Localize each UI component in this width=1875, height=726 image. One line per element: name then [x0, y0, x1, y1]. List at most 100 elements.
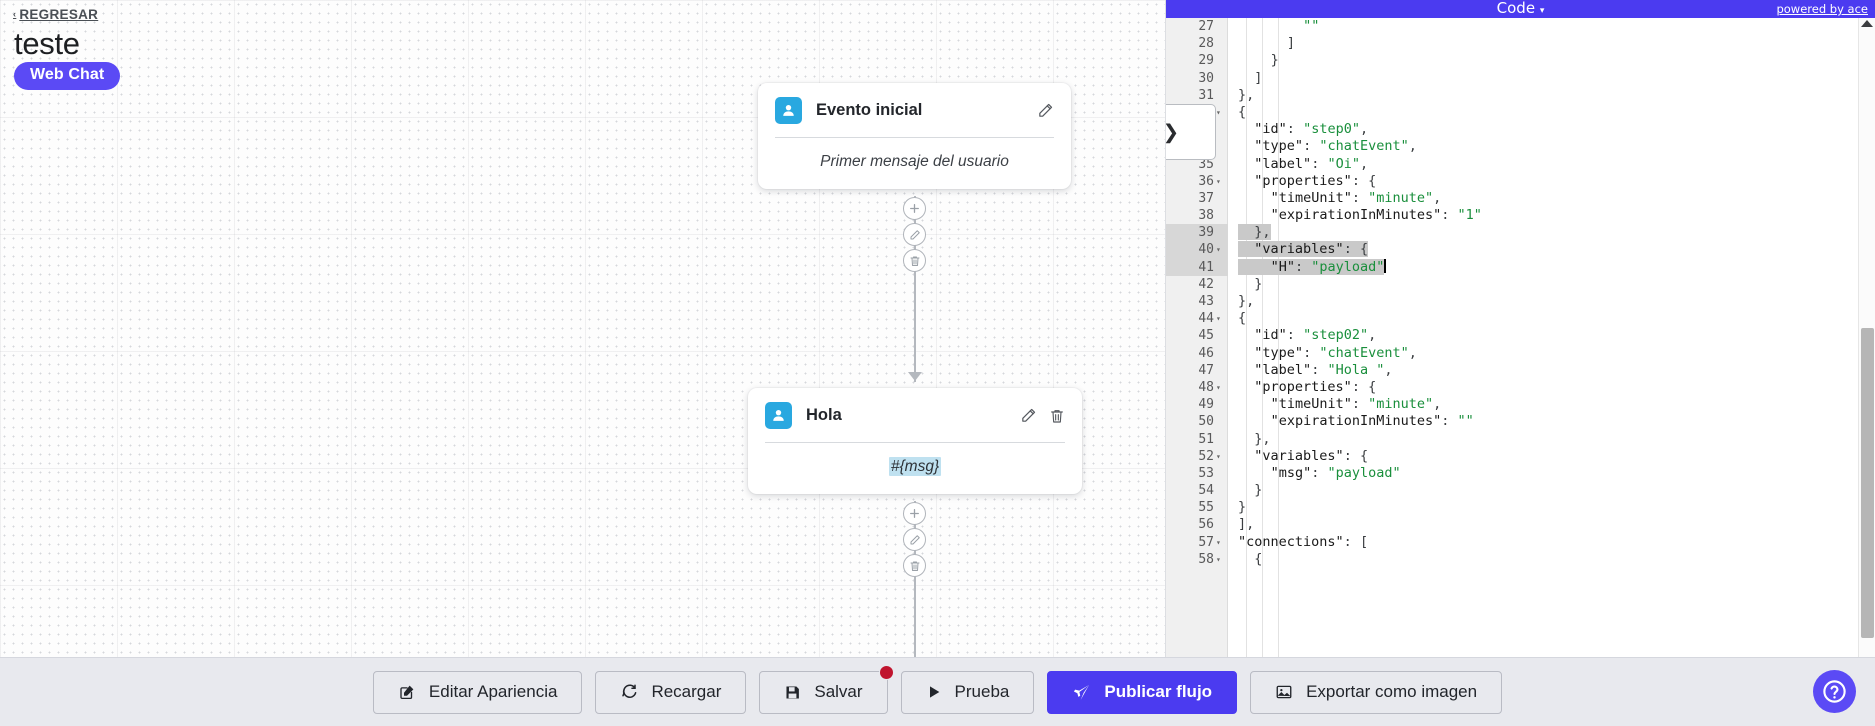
code-line-text: }	[1254, 482, 1263, 499]
code-line[interactable]: 49 "timeUnit": "minute",	[1166, 396, 1875, 413]
code-line[interactable]: 52▾ "variables": {	[1166, 448, 1875, 465]
code-line[interactable]: 40▾ "variables": {	[1166, 241, 1875, 259]
edit-step-icon[interactable]	[903, 528, 926, 551]
indent-guide	[1246, 18, 1247, 657]
edit-node-icon[interactable]	[1020, 407, 1037, 424]
flow-canvas[interactable]: ‹ REGRESAR teste Web Chat Evento inicial	[0, 0, 1165, 657]
back-link[interactable]: ‹ REGRESAR	[13, 7, 98, 22]
chevron-left-icon: ‹	[13, 9, 17, 19]
delete-step-icon[interactable]	[903, 554, 926, 577]
code-line[interactable]: 50 "expirationInMinutes": ""	[1166, 413, 1875, 430]
code-line[interactable]: 28 ]	[1166, 35, 1875, 52]
code-line[interactable]: 45 "id": "step02",	[1166, 327, 1875, 344]
fold-toggle-icon[interactable]: ▾	[1216, 314, 1221, 324]
text-cursor	[1384, 258, 1386, 273]
code-line[interactable]: 46 "type": "chatEvent",	[1166, 345, 1875, 362]
code-line[interactable]: 31},	[1166, 87, 1875, 104]
code-line[interactable]: 36▾ "properties": {	[1166, 173, 1875, 190]
code-line-text: "msg": "payload"	[1270, 464, 1401, 481]
scrollbar-thumb[interactable]	[1861, 328, 1874, 638]
toolbar-button-salvar[interactable]: Salvar	[759, 664, 894, 714]
code-line[interactable]: 43},	[1166, 293, 1875, 310]
code-scrollbar[interactable]	[1858, 18, 1875, 657]
add-step-icon[interactable]	[903, 502, 926, 525]
code-panel-title[interactable]: Code ▾	[1497, 0, 1545, 17]
code-line[interactable]: 51 },	[1166, 431, 1875, 448]
toolbar-button-label: Salvar	[814, 682, 863, 701]
code-line[interactable]: 35 "label": "Oi",	[1166, 156, 1875, 173]
code-line[interactable]: 29 }	[1166, 52, 1875, 69]
code-line[interactable]: 38 "expirationInMinutes": "1"	[1166, 207, 1875, 224]
code-line[interactable]: 47 "label": "Hola ",	[1166, 362, 1875, 379]
collapse-panel-button[interactable]: ❯	[1166, 104, 1216, 160]
fold-toggle-icon[interactable]: ▾	[1216, 382, 1221, 392]
edit-step-icon[interactable]	[903, 223, 926, 246]
back-link-label: REGRESAR	[19, 7, 99, 22]
line-number: 42	[1198, 276, 1214, 292]
connector-tools-2[interactable]	[903, 502, 926, 577]
toolbar-button-publicar-flujo[interactable]: Publicar flujo	[1047, 670, 1238, 714]
toolbar-button-editar-apariencia[interactable]: Editar Apariencia	[372, 670, 583, 714]
fold-toggle-icon[interactable]: ▾	[1216, 554, 1221, 564]
flow-node-hola[interactable]: Hola #{msg}	[748, 388, 1082, 494]
node-divider	[775, 137, 1054, 138]
code-editor[interactable]: 27 ""28 ]29 }30 ]31},32▾{33 "id": "step0…	[1166, 18, 1875, 657]
indent-guide	[1262, 18, 1263, 657]
connector-tools-1[interactable]	[903, 197, 926, 272]
line-number: 38	[1198, 208, 1214, 224]
line-number: 31	[1198, 87, 1214, 103]
fold-toggle-icon[interactable]: ▾	[1216, 107, 1221, 117]
help-button[interactable]	[1813, 670, 1856, 713]
code-line[interactable]: 54 }	[1166, 482, 1875, 499]
node-header: Evento inicial	[758, 83, 1071, 137]
code-line[interactable]: 34 "type": "chatEvent",	[1166, 138, 1875, 155]
delete-node-icon[interactable]	[1049, 408, 1065, 424]
line-number: 51	[1198, 431, 1214, 447]
add-step-icon[interactable]	[903, 197, 926, 220]
flow-node-evento-inicial[interactable]: Evento inicial Primer mensaje del usuari…	[758, 83, 1071, 189]
edit-square-icon	[398, 683, 416, 701]
code-line-text: "expirationInMinutes": "1"	[1270, 207, 1482, 224]
code-line[interactable]: 30 ]	[1166, 70, 1875, 87]
code-lines[interactable]: 27 ""28 ]29 }30 ]31},32▾{33 "id": "step0…	[1166, 18, 1875, 568]
code-line[interactable]: 27 ""	[1166, 18, 1875, 35]
node-title: Evento inicial	[816, 101, 923, 119]
code-line[interactable]: 44▾{	[1166, 310, 1875, 327]
toolbar-button-label: Recargar	[651, 682, 722, 701]
code-line[interactable]: 56],	[1166, 516, 1875, 533]
fold-toggle-icon[interactable]: ▾	[1216, 451, 1221, 461]
fold-toggle-icon[interactable]: ▾	[1216, 537, 1221, 547]
code-line[interactable]: 57▾"connections": [	[1166, 534, 1875, 551]
line-number: 43	[1198, 294, 1214, 309]
code-line[interactable]: 32▾{	[1166, 104, 1875, 121]
toolbar-button-prueba[interactable]: Prueba	[900, 670, 1035, 714]
code-line-text: "variables": {	[1254, 447, 1369, 464]
fold-toggle-icon[interactable]: ▾	[1216, 245, 1221, 255]
line-number: 27	[1198, 19, 1214, 34]
delete-step-icon[interactable]	[903, 249, 926, 272]
code-line[interactable]: 53 "msg": "payload"	[1166, 465, 1875, 482]
code-line[interactable]: 33 "id": "step0",	[1166, 121, 1875, 138]
node-header: Hola	[748, 388, 1082, 442]
code-line[interactable]: 41 "H": "payload"	[1166, 258, 1875, 277]
code-line[interactable]: 42 }	[1166, 276, 1875, 293]
scroll-up-arrow-icon[interactable]	[1861, 20, 1873, 27]
rocket-icon	[1072, 683, 1091, 702]
toolbar-button-recargar[interactable]: Recargar	[595, 670, 747, 714]
line-number: 29	[1198, 53, 1214, 69]
code-line[interactable]: 58▾ {	[1166, 551, 1875, 568]
image-icon	[1275, 683, 1293, 701]
code-line[interactable]: 55}	[1166, 499, 1875, 516]
line-number: 35	[1198, 156, 1214, 172]
code-panel[interactable]: Code ▾ powered by ace 27 ""28 ]29 }30 ]3…	[1165, 0, 1875, 657]
ace-credit-link[interactable]: powered by ace	[1776, 2, 1868, 16]
code-line[interactable]: 37 "timeUnit": "minute",	[1166, 190, 1875, 207]
line-number: 36	[1198, 173, 1214, 189]
edit-node-icon[interactable]	[1037, 102, 1054, 119]
toolbar-button-exportar-como-imagen[interactable]: Exportar como imagen	[1250, 670, 1503, 714]
fold-toggle-icon[interactable]: ▾	[1216, 176, 1221, 186]
code-line-text: "id": "step0",	[1254, 121, 1369, 138]
code-line-text: "variables": {	[1238, 241, 1875, 258]
code-line[interactable]: 39 },	[1166, 224, 1875, 242]
code-line[interactable]: 48▾ "properties": {	[1166, 379, 1875, 396]
